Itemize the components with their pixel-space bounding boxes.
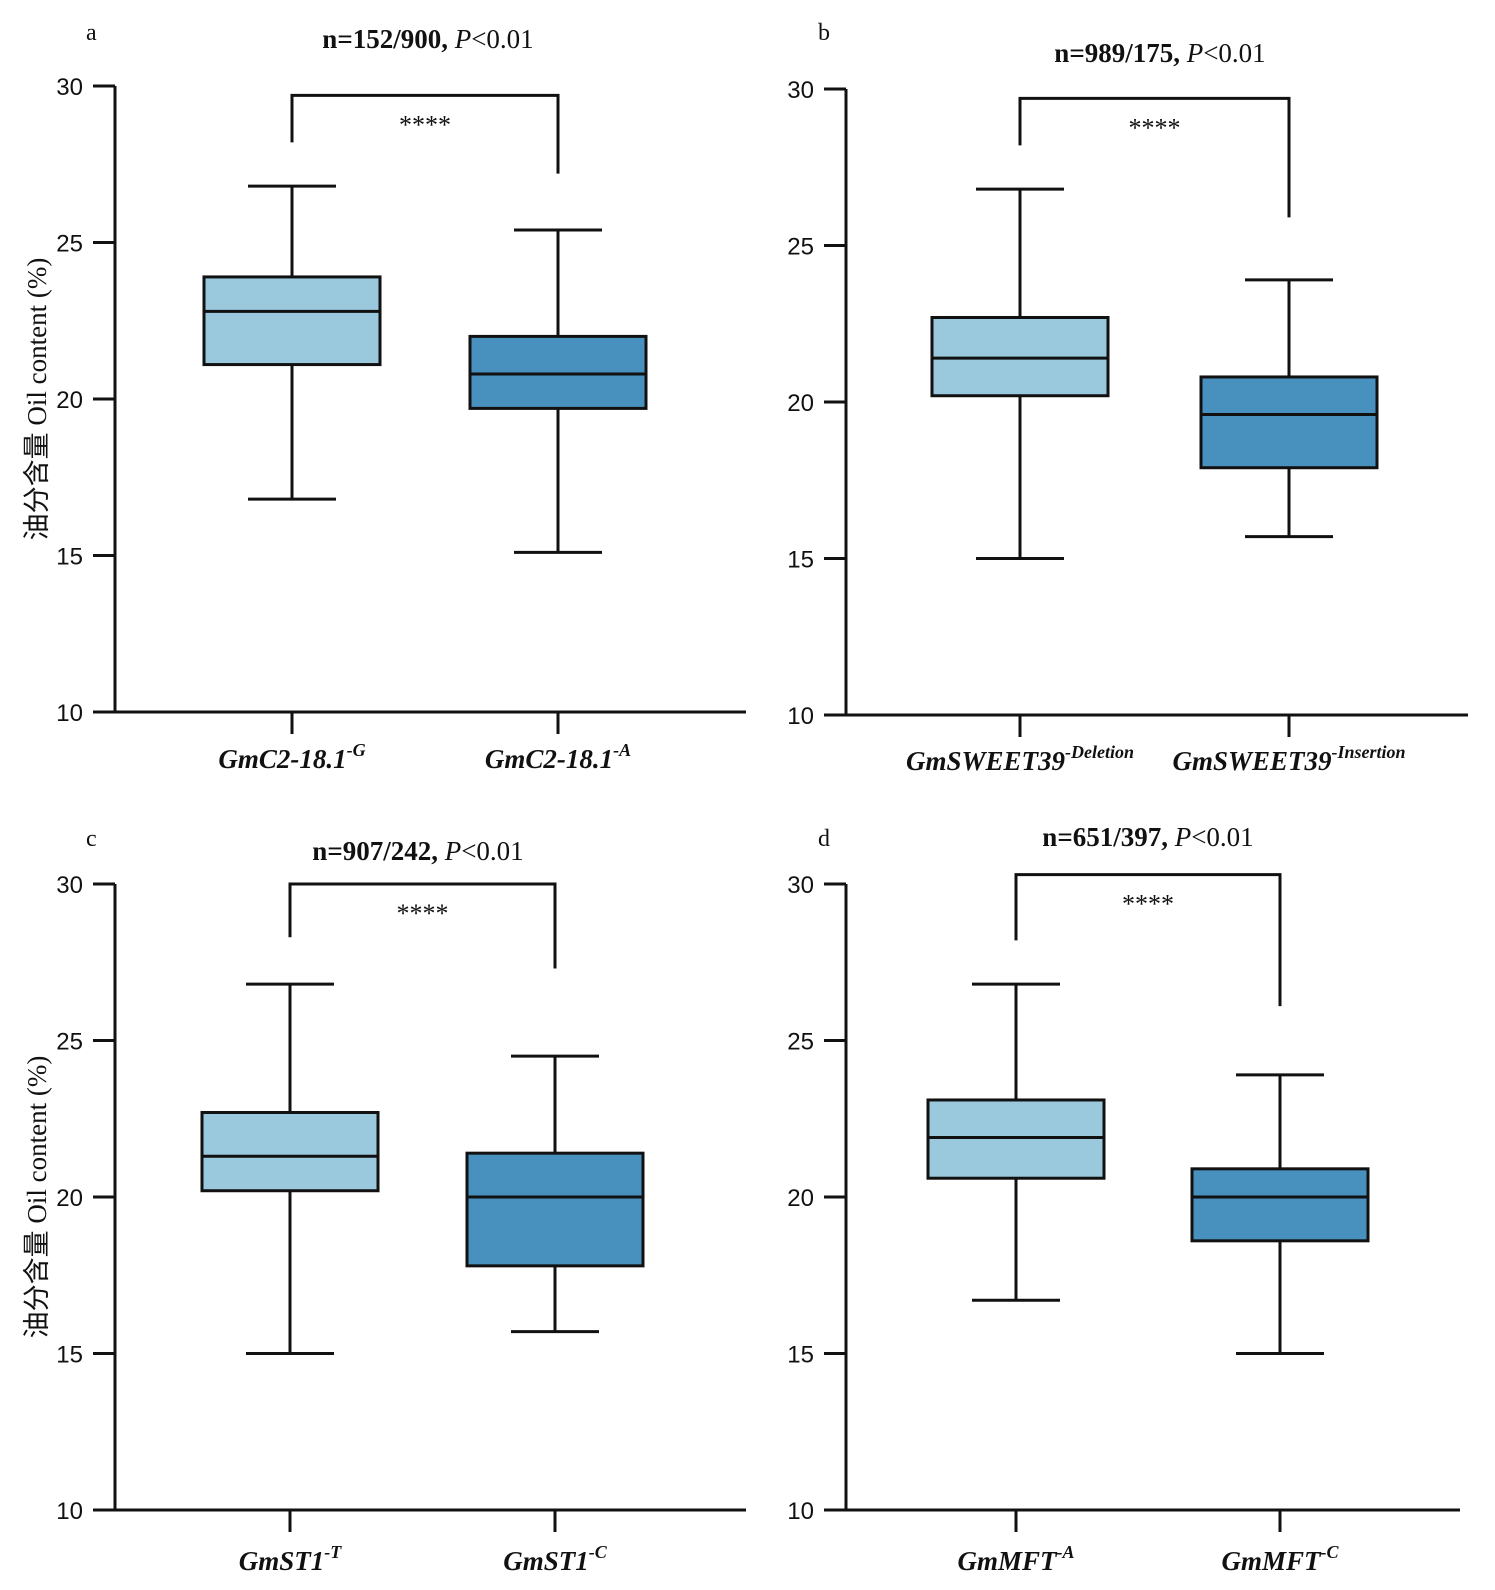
iqr-box	[200, 1110, 380, 1193]
x-tick-label: GmMFT-C	[1221, 1542, 1339, 1576]
chart-title: n=907/242, P<0.01	[312, 836, 523, 866]
y-tick-label: 15	[787, 547, 814, 574]
y-tick-label: 30	[56, 74, 83, 101]
box-2	[1190, 1073, 1370, 1355]
iqr-box	[1199, 375, 1379, 470]
box-2	[468, 228, 648, 554]
y-tick-label: 10	[56, 1498, 83, 1525]
significance-stars: ****	[399, 110, 451, 139]
y-tick-label: 20	[787, 1185, 814, 1212]
chart-panel-c: c n=907/242, P<0.01 10 15 20 25 30 油分含量 Oil con…	[22, 826, 746, 1576]
significance-bracket	[1018, 96, 1291, 218]
x-tick-label: GmC2-18.1-G	[218, 740, 365, 774]
significance-stars: ****	[397, 899, 449, 928]
y-tick-label: 30	[56, 872, 83, 899]
panel-letter: a	[86, 20, 97, 46]
significance-stars: ****	[1122, 890, 1174, 919]
box-2	[1199, 278, 1379, 539]
x-tick-label: GmSWEET39-Insertion	[1172, 742, 1405, 776]
box-1	[926, 982, 1106, 1302]
significance-stars: ****	[1129, 113, 1181, 142]
y-tick-label: 25	[56, 231, 83, 258]
iqr-box	[202, 275, 382, 367]
y-tick-label: 15	[787, 1342, 814, 1369]
significance-bracket	[1014, 873, 1282, 1007]
x-tick-label: GmC2-18.1-A	[485, 740, 631, 774]
panel-letter: b	[818, 20, 830, 46]
significance-bracket	[290, 93, 560, 174]
y-tick-label: 20	[787, 390, 814, 417]
y-axis-label: 油分含量 Oil content (%)	[22, 258, 52, 541]
chart-title: n=651/397, P<0.01	[1042, 822, 1253, 852]
box-2	[465, 1054, 645, 1334]
iqr-box	[468, 334, 648, 410]
y-tick-label: 30	[787, 77, 814, 104]
y-tick-label: 10	[787, 703, 814, 730]
y-tick-label: 15	[56, 1342, 83, 1369]
chart-panel-b: b n=989/175, P<0.01 10 15 20 25 30GmSWEET39-De…	[787, 20, 1468, 776]
iqr-box	[930, 315, 1110, 398]
iqr-box	[465, 1151, 645, 1268]
y-tick-label: 10	[787, 1498, 814, 1525]
panel-letter: d	[818, 826, 830, 852]
iqr-box	[1190, 1167, 1370, 1243]
y-tick-label: 25	[56, 1029, 83, 1056]
y-tick-label: 25	[787, 1029, 814, 1056]
significance-bracket	[288, 882, 557, 969]
y-tick-label: 10	[56, 700, 83, 727]
y-tick-label: 20	[56, 1185, 83, 1212]
y-tick-label: 20	[56, 387, 83, 414]
box-1	[200, 982, 380, 1355]
box-1	[930, 187, 1110, 560]
y-tick-label: 25	[787, 234, 814, 261]
chart-title: n=152/900, P<0.01	[322, 24, 533, 54]
iqr-box	[926, 1098, 1106, 1180]
chart-panel-a: a n=152/900, P<0.01 10 15 20 25 30 油分含量 Oil con…	[22, 20, 746, 774]
y-axis-label: 油分含量 Oil content (%)	[22, 1056, 52, 1339]
x-tick-label: GmSWEET39-Deletion	[906, 742, 1134, 776]
x-tick-label: GmMFT-A	[957, 1542, 1074, 1576]
chart-title: n=989/175, P<0.01	[1054, 38, 1265, 68]
x-tick-label: GmST1-C	[503, 1542, 608, 1576]
y-tick-label: 30	[787, 872, 814, 899]
x-tick-label: GmST1-T	[239, 1542, 343, 1576]
y-tick-label: 15	[56, 544, 83, 571]
panel-letter: c	[86, 826, 97, 852]
box-1	[202, 184, 382, 501]
